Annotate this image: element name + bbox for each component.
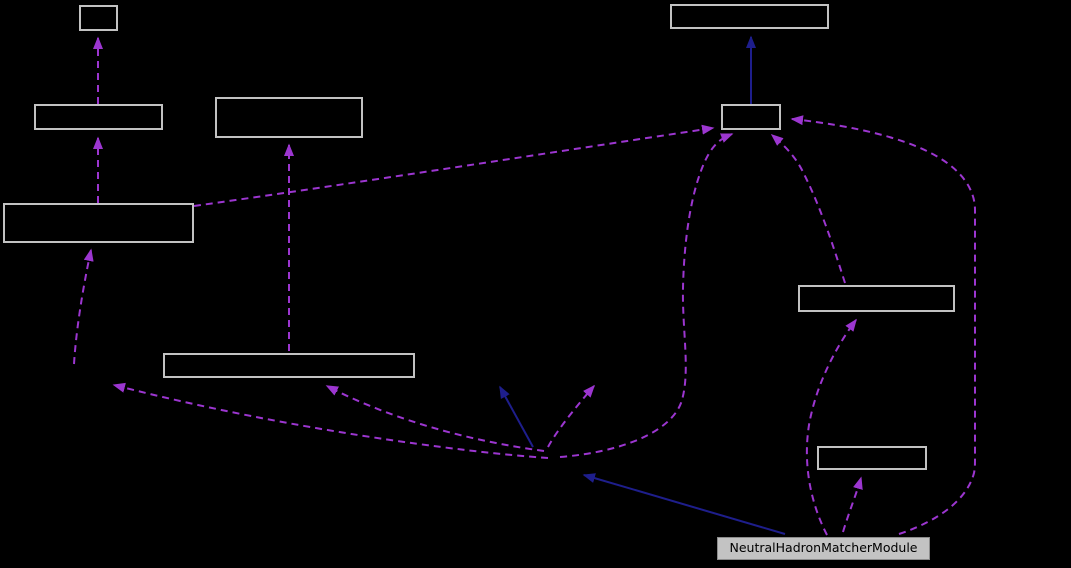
class-node-9[interactable]	[817, 446, 927, 470]
dep-edge-box4-to-box7	[193, 124, 715, 207]
dep-edge-center-to-upper-right	[547, 384, 595, 448]
dep-edge-stub-to-box4	[73, 248, 94, 365]
class-node-2[interactable]	[34, 104, 163, 130]
class-node-7[interactable]	[721, 104, 781, 130]
dep-edge-current-to-box8	[805, 318, 857, 536]
class-node-5[interactable]	[163, 353, 415, 378]
class-node-3[interactable]	[215, 97, 363, 138]
dep-edge-box8-to-box7	[770, 134, 846, 284]
class-node-8[interactable]	[798, 285, 955, 312]
dep-edge-current-to-box9	[842, 476, 863, 533]
current-class-label: NeutralHadronMatcherModule	[729, 540, 918, 555]
class-node-4[interactable]	[3, 203, 194, 243]
dep-edge-center-to-box5	[325, 385, 545, 452]
class-node-6[interactable]	[670, 4, 829, 29]
dep-edge-current-to-box7-right-loop	[790, 115, 976, 535]
dep-edge-center-to-left	[112, 382, 549, 459]
inherit-edge-current-to-center	[582, 473, 786, 535]
inherit-edge-center-to-upper-left	[499, 385, 534, 448]
class-node-1[interactable]	[79, 5, 118, 31]
dep-edge-center-to-box7	[559, 133, 734, 458]
current-class-node[interactable]: NeutralHadronMatcherModule	[717, 537, 930, 560]
